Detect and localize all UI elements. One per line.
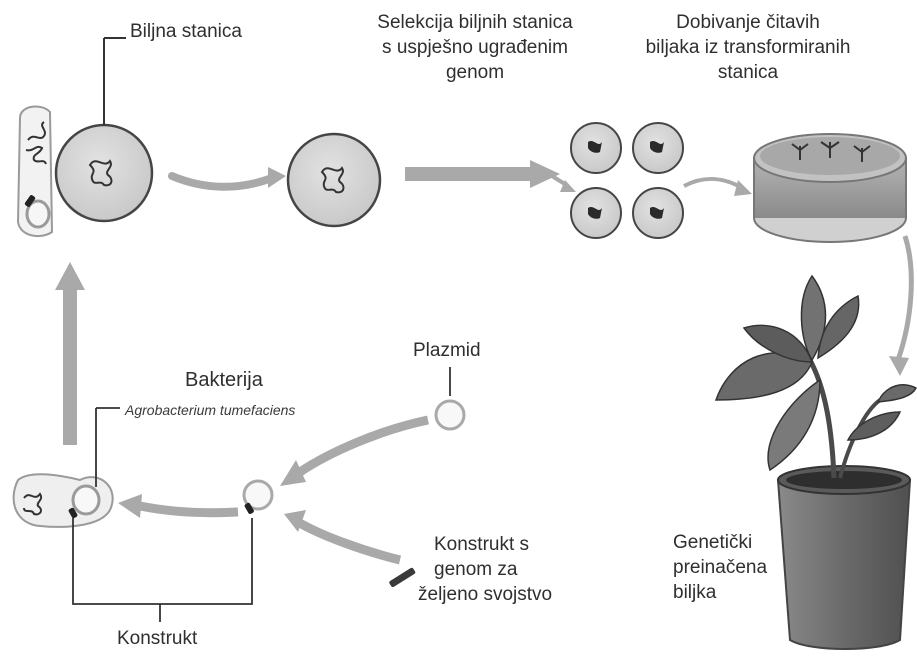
- recombinant-plasmid: [244, 481, 272, 515]
- construct-gene-label-line: Konstrukt s: [428, 532, 552, 557]
- plasmid-empty: [436, 401, 464, 429]
- plant-cell-label: Biljna stanica: [130, 19, 242, 44]
- selection-label-line: genom: [350, 60, 600, 85]
- bacterium-attached-to-cell: [18, 106, 52, 236]
- transformed-plant-cell: [288, 134, 380, 226]
- construct-gene-label-line: željeno svojstvo: [418, 582, 552, 607]
- arrow-plasmid-to-recombinant: [300, 420, 428, 472]
- arrow-cell-to-cell: [172, 176, 272, 187]
- selected-cell: [571, 123, 621, 173]
- petri-dish-icon: [754, 134, 906, 242]
- gm-plant-label-line: preinačena: [673, 555, 767, 580]
- bacterium-label: Bakterija: [185, 368, 263, 393]
- leaf: [878, 385, 916, 402]
- arrow-to-dish: [684, 179, 742, 188]
- selection-label: Selekcija biljnih stanica s uspješno ugr…: [350, 10, 600, 85]
- selected-cell: [571, 188, 621, 238]
- leaf: [848, 412, 900, 440]
- regeneration-label: Dobivanje čitavih biljaka iz transformir…: [638, 10, 858, 85]
- leaf: [768, 380, 820, 470]
- arrow-to-bacterium: [140, 506, 238, 513]
- construct-gene-label: Konstrukt s genom za željeno svojstvo: [428, 532, 552, 607]
- selected-cell: [633, 123, 683, 173]
- selection-label-line: s uspješno ugrađenim: [350, 35, 600, 60]
- plant-cell-large: [56, 125, 152, 221]
- bacterium-species-label: Agrobacterium tumefaciens: [125, 398, 295, 423]
- arrow-construct-to-recombinant: [298, 522, 400, 560]
- regeneration-label-line: biljaka iz transformiranih: [638, 35, 858, 60]
- gene-construct-fragment-icon: [389, 567, 416, 588]
- gm-plant-label-line: Genetički: [673, 530, 767, 555]
- agrobacterium-cell: [14, 474, 113, 527]
- construct-gene-label-line: genom za: [428, 557, 552, 582]
- regeneration-label-line: Dobivanje čitavih: [638, 10, 858, 35]
- selection-label-line: Selekcija biljnih stanica: [350, 10, 600, 35]
- construct-label: Konstrukt: [117, 626, 197, 651]
- selected-cell: [633, 188, 683, 238]
- regeneration-label-line: stanica: [638, 60, 858, 85]
- selected-cells-group: [571, 123, 683, 238]
- gm-plant-label: Genetički preinačena biljka: [673, 530, 767, 605]
- plasmid-ring-icon: [73, 486, 99, 514]
- gm-plant-label-line: biljka: [673, 580, 767, 605]
- construct-bracket: [73, 518, 252, 604]
- arrow-dish-to-plant: [898, 236, 911, 360]
- plasmid-label: Plazmid: [413, 338, 481, 363]
